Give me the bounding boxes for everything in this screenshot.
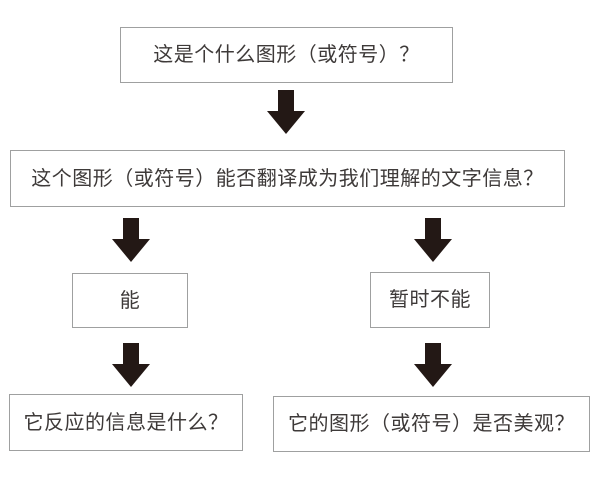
down-arrow-icon — [112, 218, 150, 262]
down-arrow-head — [112, 239, 150, 262]
flow-node-what-shape-label: 这是个什么图形（或符号）？ — [153, 44, 420, 66]
down-arrow-head — [414, 239, 452, 262]
down-arrow-head — [414, 364, 452, 387]
down-arrow-stem — [425, 218, 441, 240]
flow-node-is-beautiful-label: 它的图形（或符号）是否美观？ — [288, 413, 575, 435]
flow-node-answer-yes: 能 — [72, 273, 188, 328]
down-arrow-head — [267, 111, 305, 134]
flow-node-answer-not-yet: 暂时不能 — [370, 272, 490, 328]
down-arrow-icon — [414, 218, 452, 262]
flow-node-can-translate: 这个图形（或符号）能否翻译成为我们理解的文字信息？ — [10, 150, 565, 207]
down-arrow-stem — [123, 218, 139, 240]
down-arrow-icon — [267, 90, 305, 134]
down-arrow-stem — [278, 90, 294, 112]
flow-node-what-info-label: 它反应的信息是什么？ — [23, 411, 229, 434]
flow-node-what-shape: 这是个什么图形（或符号）？ — [120, 27, 453, 83]
down-arrow-head — [112, 364, 150, 387]
flow-node-answer-not-yet-label: 暂时不能 — [389, 289, 471, 311]
down-arrow-icon — [414, 343, 452, 387]
flow-node-can-translate-label: 这个图形（或符号）能否翻译成为我们理解的文字信息？ — [31, 167, 544, 190]
down-arrow-icon — [112, 343, 150, 387]
flow-node-what-info: 它反应的信息是什么？ — [9, 394, 243, 451]
down-arrow-stem — [123, 343, 139, 365]
down-arrow-stem — [425, 343, 441, 365]
flow-node-answer-yes-label: 能 — [119, 289, 141, 312]
flow-node-is-beautiful: 它的图形（或符号）是否美观？ — [273, 396, 590, 452]
